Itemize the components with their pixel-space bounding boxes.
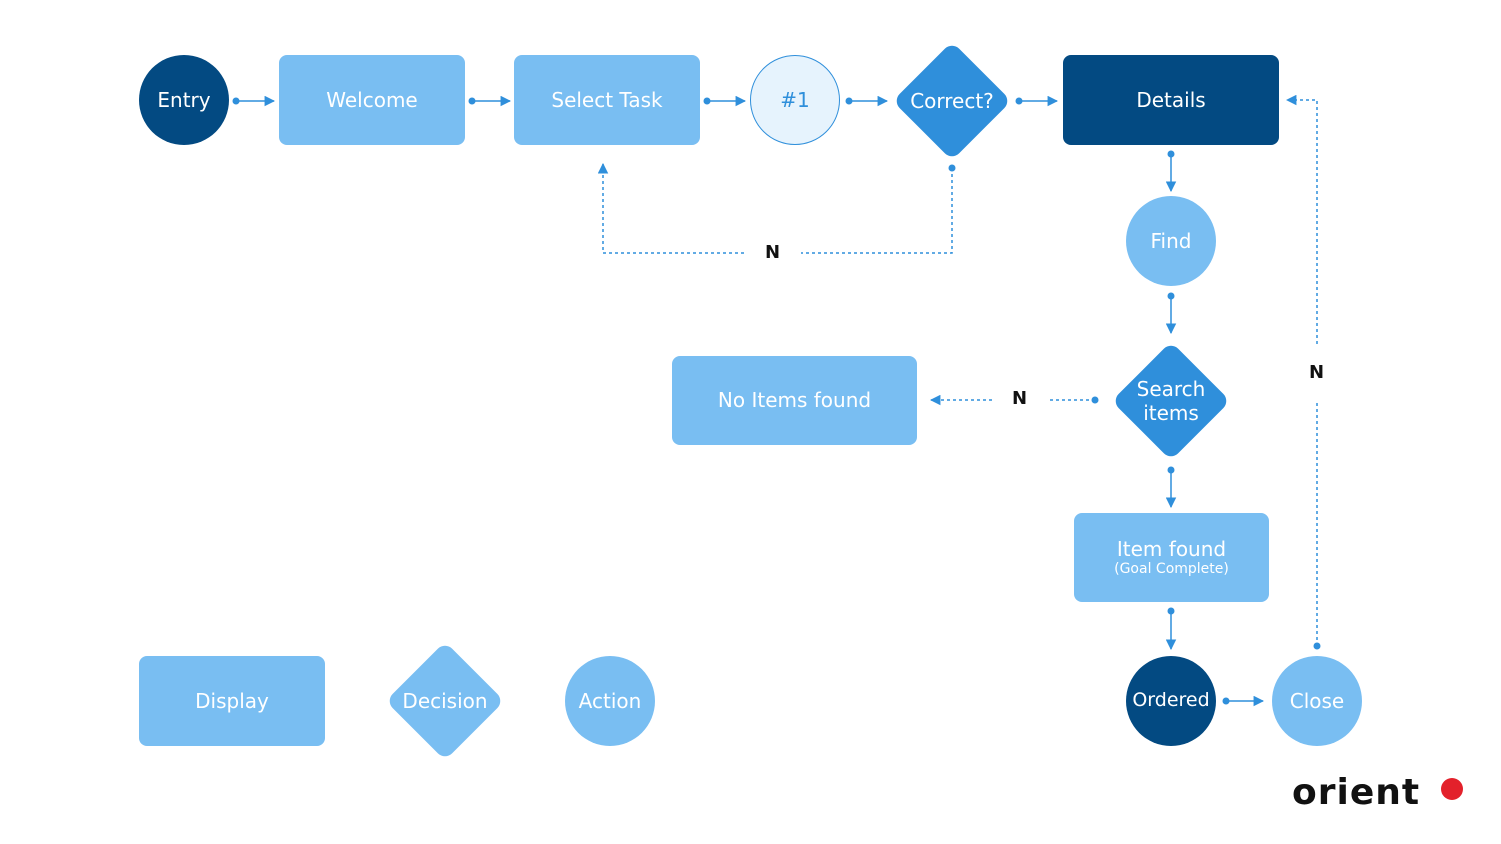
ordered-node: Ordered bbox=[1126, 656, 1216, 746]
entry-label: Entry bbox=[157, 87, 211, 112]
welcome-node: Welcome bbox=[279, 55, 465, 145]
correct-label: Correct? bbox=[910, 89, 994, 113]
close-label: Close bbox=[1289, 688, 1345, 713]
ordered-label: Ordered bbox=[1132, 689, 1210, 712]
legend-decision: Decision bbox=[385, 641, 505, 761]
correct-decision-node: Correct? bbox=[892, 41, 1012, 161]
orient-logo: orient bbox=[1292, 772, 1421, 813]
step-one-label: #1 bbox=[780, 87, 810, 112]
search-items-line2: items bbox=[1143, 401, 1199, 425]
logo-dot-icon bbox=[1441, 778, 1463, 800]
edge-correct-no-left bbox=[801, 168, 953, 254]
correct-label-text: Correct? bbox=[910, 89, 994, 113]
search-items-decision-node: Search items bbox=[1111, 341, 1231, 461]
legend-decision-label: Decision bbox=[402, 689, 488, 713]
item-found-label: Item found bbox=[1116, 536, 1227, 561]
details-node: Details bbox=[1063, 55, 1279, 145]
welcome-label: Welcome bbox=[326, 87, 418, 112]
correct-no-label: N bbox=[765, 242, 781, 263]
close-node: Close bbox=[1272, 656, 1362, 746]
step-one-node: #1 bbox=[750, 55, 840, 145]
legend-display: Display bbox=[139, 656, 325, 746]
no-items-label: No Items found bbox=[717, 388, 872, 412]
select-task-node: Select Task bbox=[514, 55, 700, 145]
item-found-sublabel: (Goal Complete) bbox=[1114, 560, 1229, 577]
item-found-node: Item found (Goal Complete) bbox=[1074, 513, 1269, 602]
find-node: Find bbox=[1126, 196, 1216, 286]
search-no-label: N bbox=[1012, 388, 1028, 409]
edge-correct-no-right bbox=[597, 162, 744, 254]
entry-node: Entry bbox=[139, 55, 229, 145]
edge-close-no-upper bbox=[1285, 94, 1318, 344]
legend-decision-label-wrap: Decision bbox=[402, 689, 487, 713]
legend-action-label: Action bbox=[578, 688, 642, 713]
legend-action: Action bbox=[565, 656, 655, 746]
legend-display-label: Display bbox=[195, 688, 269, 713]
no-items-node: No Items found bbox=[672, 356, 917, 445]
close-no-label: N bbox=[1309, 362, 1325, 383]
details-label: Details bbox=[1136, 87, 1206, 112]
search-items-label: Search items bbox=[1137, 377, 1206, 425]
find-label: Find bbox=[1150, 228, 1192, 253]
select-task-label: Select Task bbox=[551, 87, 663, 112]
search-items-line1: Search bbox=[1136, 377, 1206, 401]
